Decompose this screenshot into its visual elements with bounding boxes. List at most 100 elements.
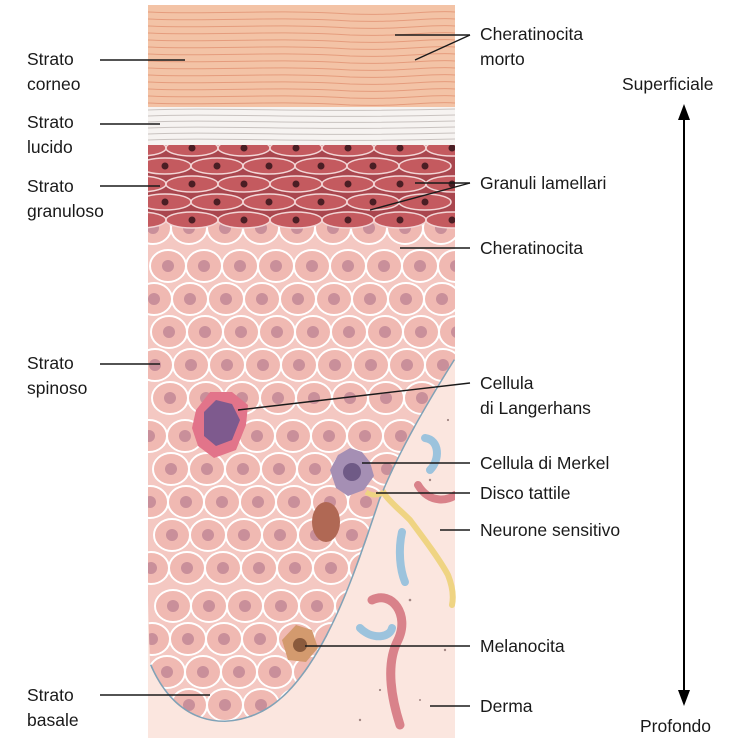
granular-nucleus [370, 199, 377, 206]
cell-nucleus [220, 293, 232, 305]
granular-nucleus [293, 145, 300, 152]
cell-nucleus [325, 562, 337, 574]
granular-nucleus [449, 181, 456, 188]
cell-nucleus [306, 260, 318, 272]
cell-nucleus [360, 496, 372, 508]
cell-nucleus [273, 463, 285, 475]
granular-nucleus [293, 181, 300, 188]
granular-nucleus [189, 217, 196, 224]
cell-nucleus [218, 633, 230, 645]
label-derma: Derma [480, 694, 533, 719]
cell-nucleus [271, 326, 283, 338]
label-line: di Langerhans [480, 396, 591, 421]
cell-nucleus [251, 430, 263, 442]
cell-nucleus [201, 463, 213, 475]
granular-nucleus [189, 145, 196, 152]
cell-nucleus [269, 666, 281, 678]
granular-nucleus [293, 217, 300, 224]
granular-nucleus [241, 145, 248, 152]
granular-nucleus [266, 163, 273, 170]
cell-nucleus [144, 496, 156, 508]
cell-nucleus [378, 260, 390, 272]
cell-nucleus [343, 326, 355, 338]
granular-nucleus [449, 217, 456, 224]
granular-nucleus [266, 199, 273, 206]
granular-nucleus [397, 217, 404, 224]
label-line: morto [480, 47, 583, 72]
cell-nucleus [342, 260, 354, 272]
granular-nucleus [162, 199, 169, 206]
granular-nucleus [241, 181, 248, 188]
cell-nucleus [180, 496, 192, 508]
cell-nucleus [288, 496, 300, 508]
cell-nucleus [197, 666, 209, 678]
label-line: spinoso [27, 376, 87, 401]
cell-nucleus [437, 359, 449, 371]
cell-nucleus [323, 430, 335, 442]
cell-nucleus [219, 699, 231, 711]
cell-nucleus [275, 600, 287, 612]
granular-nucleus [345, 145, 352, 152]
cell-nucleus [293, 359, 305, 371]
granular-nucleus [422, 199, 429, 206]
depth-axis-arrow [678, 104, 690, 706]
label-strato-corneo: Strato corneo [27, 47, 81, 97]
cell-nucleus [199, 326, 211, 338]
cell-nucleus [414, 260, 426, 272]
granular-nucleus [370, 163, 377, 170]
cell-nucleus [217, 562, 229, 574]
cell-nucleus [233, 666, 245, 678]
granular-nucleus [345, 181, 352, 188]
label-strato-lucido: Strato lucido [27, 110, 74, 160]
cell-nucleus [181, 562, 193, 574]
label-strato-granuloso: Strato granuloso [27, 174, 104, 224]
mitotic-cell [312, 502, 340, 542]
cell-nucleus [166, 529, 178, 541]
granular-cell [114, 176, 166, 192]
granular-nucleus [397, 145, 404, 152]
label-granuli-lamellari: Granuli lamellari [480, 171, 606, 196]
label-line: Cheratinocita [480, 22, 583, 47]
cell-nucleus [161, 666, 173, 678]
cell-nucleus [239, 600, 251, 612]
cell-nucleus [328, 293, 340, 305]
granular-nucleus [318, 199, 325, 206]
cell-nucleus [202, 529, 214, 541]
label-cellula-merkel: Cellula di Merkel [480, 451, 609, 476]
cell-nucleus [365, 359, 377, 371]
cell-nucleus [307, 326, 319, 338]
cell-nucleus [292, 293, 304, 305]
label-line: Strato [27, 110, 74, 135]
cell-nucleus [359, 430, 371, 442]
cell-nucleus [254, 633, 266, 645]
granular-nucleus [162, 163, 169, 170]
cell-nucleus [274, 529, 286, 541]
cell-nucleus [364, 293, 376, 305]
cell-nucleus [164, 392, 176, 404]
cell-nucleus [379, 326, 391, 338]
cell-nucleus [346, 529, 358, 541]
label-strato-spinoso: Strato spinoso [27, 351, 87, 401]
cell-nucleus [309, 463, 321, 475]
cell-nucleus [185, 359, 197, 371]
cell-nucleus [198, 260, 210, 272]
cell-nucleus [238, 529, 250, 541]
cell-nucleus [395, 430, 407, 442]
label-cheratinocita-morto: Cheratinocita morto [480, 22, 583, 72]
label-line: Strato [27, 351, 87, 376]
label-cheratinocita: Cheratinocita [480, 236, 583, 261]
cell-nucleus [455, 600, 467, 612]
granular-nucleus [137, 145, 144, 152]
label-disco-tattile: Disco tattile [480, 481, 570, 506]
granular-nucleus [397, 181, 404, 188]
axis-label-superficiale: Superficiale [622, 72, 713, 97]
cell-nucleus [165, 463, 177, 475]
cell-nucleus [450, 260, 462, 272]
granular-nucleus [318, 163, 325, 170]
granular-nucleus [422, 163, 429, 170]
cell-nucleus [436, 293, 448, 305]
cell-nucleus [203, 600, 215, 612]
cell-nucleus [454, 529, 466, 541]
cell-nucleus [237, 463, 249, 475]
